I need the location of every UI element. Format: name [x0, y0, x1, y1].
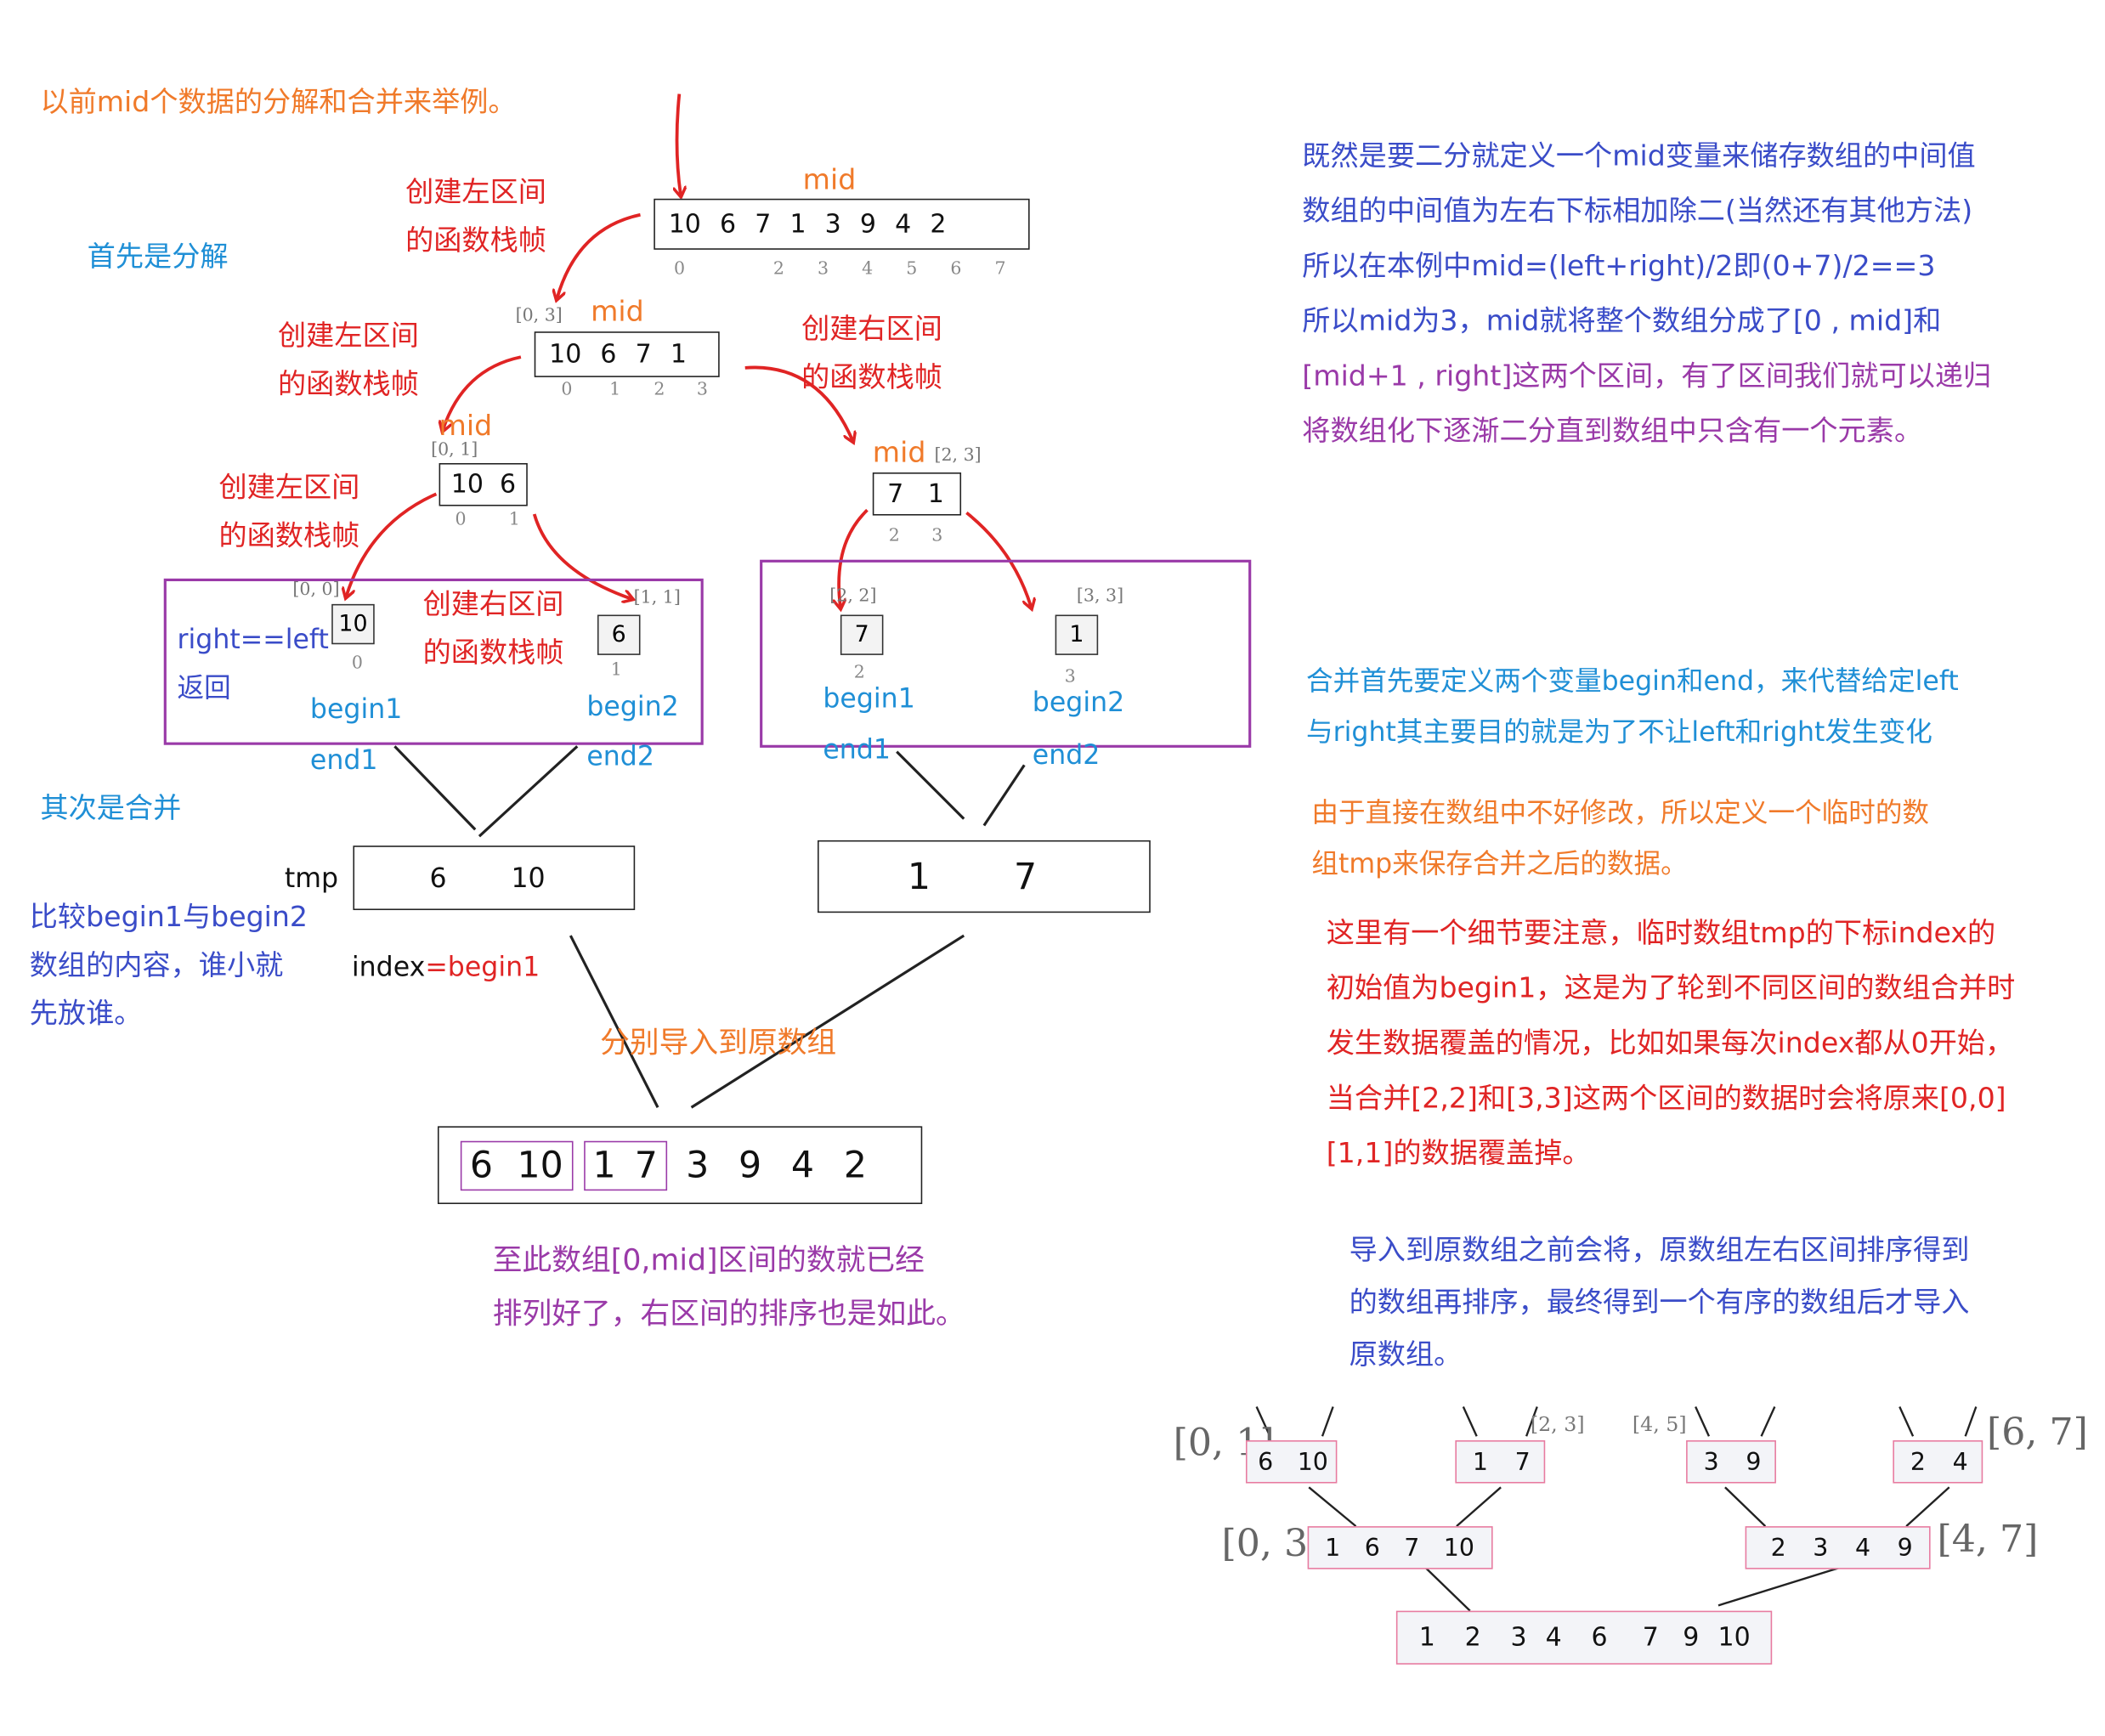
frame-label-left-b: 创建左区间的函数栈帧 [277, 319, 419, 400]
explanation-tmp: 由于直接在数组中不好修改，所以定义一个临时的数 组tmp来保存合并之后的数据。 [1311, 795, 1930, 879]
explanation-index: 这里有一个细节要注意，临时数组tmp的下标index的 初始值为begin1，这… [1326, 916, 2016, 1169]
pointer-begin1-right: begin1 [823, 681, 915, 715]
merged-right-pair: 1 7 [583, 1139, 667, 1190]
first-decompose-label: 首先是分解 [87, 240, 229, 273]
leaf-3-3: 1 [1055, 614, 1099, 655]
mid-label-full: mid [802, 163, 857, 196]
tmp-label: tmp [284, 862, 339, 895]
frame-label-right-b: 创建右区间的函数栈帧 [422, 587, 564, 669]
tree-range-4-7: [4, 7] [1937, 1517, 2039, 1562]
pointer-end2-left: end2 [586, 739, 654, 772]
pointer-end2-right: end2 [1032, 738, 1101, 771]
import-back-label: 分别导入到原数组 [600, 1026, 837, 1060]
arrow-left-0-3 [557, 212, 641, 298]
arrow-right-2-3 [744, 365, 852, 440]
arrow-right-3-3 [965, 511, 1031, 607]
pointer-begin1-left: begin1 [309, 693, 403, 726]
frame-label-left-c: 创建左区间的函数栈帧 [218, 471, 360, 552]
done-note: 至此数组[0,mid]区间的数就已经 排列好了，右区间的排序也是如此。 [492, 1244, 965, 1332]
leaf-1-1: 6 [597, 614, 641, 655]
frame-label-left-a: 创建左区间的函数栈帧 [405, 175, 546, 257]
arrow-left-0-1 [443, 355, 522, 429]
pointer-begin2-left: begin2 [586, 689, 679, 722]
base-case-condition: right==left [177, 622, 329, 655]
merged-array: 6 10 1 7 3 9 4 2 [437, 1126, 923, 1204]
tmp-array-left: 6 10 [353, 845, 636, 911]
tree-range-0-3: [0, 3] [1221, 1520, 1323, 1565]
arrow-left-2-2 [839, 508, 869, 607]
tree-range-2-3: [2, 3] [1530, 1411, 1585, 1437]
index-label: index=begin1 [351, 950, 540, 983]
pointer-end1-right: end1 [823, 732, 891, 766]
tree-range-4-5: [4, 5] [1632, 1411, 1687, 1437]
explanation-final: 导入到原数组之前会将，原数组左右区间排序得到 的数组再排序，最终得到一个有序的数… [1349, 1233, 1970, 1371]
tmp-array-right: 1 7 [818, 840, 1151, 913]
tree-range-6-7: [6, 7] [1986, 1409, 2088, 1454]
pointer-begin2-right: begin2 [1032, 686, 1125, 719]
base-case-return: 返回 [177, 670, 231, 704]
range-2-3: [2, 3] [934, 445, 982, 467]
arrow-right-1-1 [532, 513, 631, 599]
left-leaf-group [163, 578, 704, 745]
example-intro: 以前mid个数据的分解和合并来举例。 [40, 86, 517, 119]
pointer-end1-left: end1 [309, 744, 378, 777]
leaf-2-2: 7 [840, 614, 884, 655]
range-0-1: [0, 1] [431, 440, 478, 461]
range-0-3: [0, 3] [515, 306, 563, 326]
frame-label-right-a: 创建右区间的函数栈帧 [801, 313, 942, 393]
then-merge-label: 其次是合并 [40, 792, 182, 824]
tree-root: 1 2 3 4 6 7 9 10 [1395, 1610, 1773, 1665]
compare-note: 比较begin1与begin2 数组的内容，谁小就 先放谁。 [29, 900, 308, 1030]
mid-label-2-3: mid [872, 436, 926, 469]
mid-label-0-1: mid [439, 409, 493, 442]
merged-left-pair: 6 10 [460, 1139, 573, 1190]
explanation-begin-end: 合并首先要定义两个变量begin和end，来代替给定left 与right其主要… [1306, 664, 1959, 748]
leaf-0-0: 10 [331, 603, 375, 645]
mid-label-0-3: mid [591, 295, 644, 328]
arrow-down-start [677, 93, 681, 195]
explanation-mid: 既然是要二分就定义一个mid变量来储存数组的中间值 数组的中间值为左右下标相加除… [1302, 139, 1992, 448]
right-leaf-group [760, 559, 1252, 748]
